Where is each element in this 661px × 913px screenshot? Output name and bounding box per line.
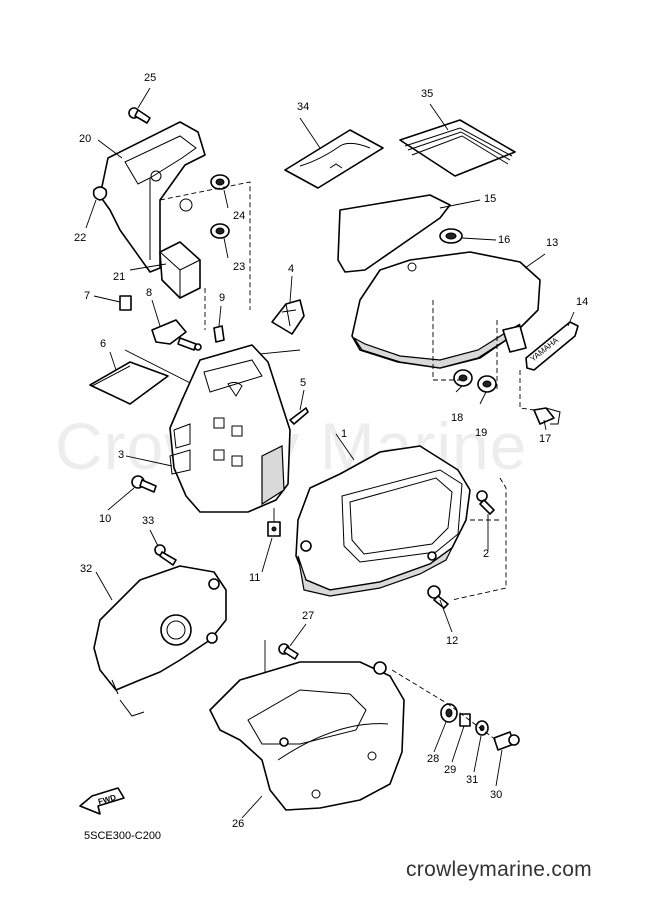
callout-3: 3 [118,449,125,461]
part-14-emblem: YAMAHA [525,321,579,371]
part-2-bolt [476,490,495,515]
callout-8: 8 [146,287,153,299]
callout-31: 31 [466,774,479,786]
part-26-lower-cover [209,661,405,811]
callout-18: 18 [451,412,464,424]
part-1-cover [295,445,471,597]
callout-5: 5 [300,377,307,389]
part-3-battery-box [169,344,291,513]
part-12-bolt [427,585,449,609]
part-8-clamp [151,319,202,351]
callout-19: 19 [475,427,488,439]
part-13-cover [351,251,541,369]
callout-10: 10 [99,513,112,525]
callout-23: 23 [233,261,246,273]
callout-2: 2 [483,548,490,560]
callout-24: 24 [233,210,246,222]
callout-6: 6 [100,338,107,350]
part-21-pad [159,241,201,299]
diagram-code: 5SCE300-C200 [84,830,162,842]
part-17-screw [533,407,561,425]
part-24-grommet [210,174,230,190]
part-23-grommet [210,223,230,239]
part-11-nut [267,521,281,537]
part-4-bracket [271,299,305,335]
part-27-bolt [278,643,299,660]
callout-14: 14 [576,296,589,308]
callout-21: 21 [113,271,126,283]
part-6-pad [89,361,169,405]
callout-13: 13 [546,237,559,249]
part-35-sheets [399,119,516,177]
part-15-filter-pad [337,194,451,273]
callout-12: 12 [446,635,459,647]
callout-20: 20 [79,133,92,145]
callout-7: 7 [84,290,91,302]
callout-34: 34 [297,101,310,113]
callout-26: 26 [232,818,245,830]
callout-30: 30 [490,789,503,801]
part-10-bolt [131,475,157,493]
part-31-washer [475,720,489,736]
callout-17: 17 [539,433,552,445]
callout-35: 35 [421,88,434,100]
fwd-arrow-icon: FWD [79,787,125,815]
callout-11: 11 [249,572,261,584]
part-18-grommet [453,369,473,387]
part-16-grommet [439,228,463,244]
callout-15: 15 [484,193,497,205]
callout-1: 1 [341,428,348,440]
callout-33: 33 [142,515,155,527]
callout-32: 32 [80,563,93,575]
callout-16: 16 [498,234,511,246]
callout-9: 9 [219,292,226,304]
callout-25: 25 [144,72,157,84]
part-19-collar [477,375,497,393]
part-29-collar [459,713,471,727]
site-url[interactable]: crowleymarine.com [406,858,592,881]
part-20-side-cover [92,121,206,273]
callout-27: 27 [302,610,315,622]
part-5-pin [289,407,309,425]
part-33-bolt [154,544,177,566]
leader-lines [85,87,575,819]
part-30-bolt [493,731,520,751]
callout-28: 28 [427,753,440,765]
part-32-cover [93,565,227,717]
part-7-clip [119,295,132,311]
part-34-sheet [284,129,384,189]
part-25-bolt [128,107,151,124]
callout-29: 29 [444,764,457,776]
callout-4: 4 [288,263,295,275]
part-28-grommet [440,703,458,723]
part-9-clip [213,325,225,343]
callout-22: 22 [74,232,87,244]
